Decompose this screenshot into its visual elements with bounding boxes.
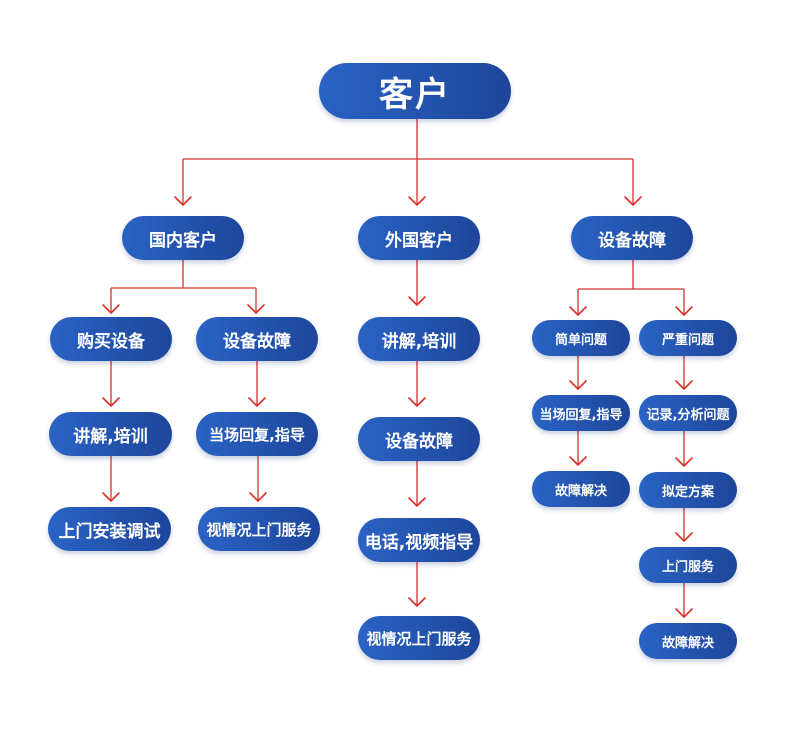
arrowhead-icon <box>102 492 120 502</box>
node-domestic-fault-step-2: 视情况上门服务 <box>198 507 320 551</box>
node-fault-serious-step-3: 上门服务 <box>639 547 737 583</box>
node-domestic-fault-step-1: 当场回复,指导 <box>196 412 318 456</box>
arrowhead-icon <box>675 532 693 542</box>
arrowhead-icon <box>248 397 266 407</box>
arrowhead-icon <box>675 457 693 467</box>
arrowhead-icon <box>569 380 587 390</box>
node-device-fault: 设备故障 <box>571 216 693 260</box>
node-foreign-step-3: 电话,视频指导 <box>358 518 480 562</box>
node-fault-serious-step-4: 故障解决 <box>639 623 737 659</box>
node-fault-serious: 严重问题 <box>639 320 737 356</box>
arrowhead-icon <box>569 306 587 316</box>
node-domestic-fault: 设备故障 <box>196 317 318 361</box>
arrowhead-icon <box>102 304 120 314</box>
node-fault-simple: 简单问题 <box>532 320 630 356</box>
node-customer: 客户 <box>319 63 511 119</box>
arrowhead-icon <box>247 304 265 314</box>
arrowhead-icon <box>249 492 267 502</box>
arrowhead-icon <box>408 497 426 507</box>
node-fault-serious-step-2: 拟定方案 <box>639 472 737 508</box>
arrowhead-icon <box>675 306 693 316</box>
node-foreign-step-4: 视情况上门服务 <box>358 616 480 660</box>
arrowhead-icon <box>174 196 192 206</box>
node-domestic-customer: 国内客户 <box>122 216 244 260</box>
arrowhead-icon <box>675 608 693 618</box>
arrowhead-icon <box>102 397 120 407</box>
node-fault-simple-step-2: 故障解决 <box>532 471 630 507</box>
arrowhead-icon <box>408 397 426 407</box>
node-domestic-purchase-step-1: 讲解,培训 <box>49 412 172 456</box>
node-fault-simple-step-1: 当场回复,指导 <box>532 395 630 431</box>
node-domestic-purchase: 购买设备 <box>50 317 172 361</box>
arrowhead-icon <box>675 380 693 390</box>
arrowhead-icon <box>569 456 587 466</box>
node-foreign-step-2: 设备故障 <box>358 417 480 461</box>
arrowhead-icon <box>408 196 426 206</box>
arrowhead-icon <box>408 296 426 306</box>
node-foreign-customer: 外国客户 <box>358 216 480 260</box>
node-foreign-step-1: 讲解,培训 <box>358 317 480 361</box>
arrowhead-icon <box>408 597 426 607</box>
node-domestic-purchase-step-2: 上门安装调试 <box>48 507 171 551</box>
arrowhead-icon <box>624 196 642 206</box>
node-fault-serious-step-1: 记录,分析问题 <box>639 395 737 431</box>
